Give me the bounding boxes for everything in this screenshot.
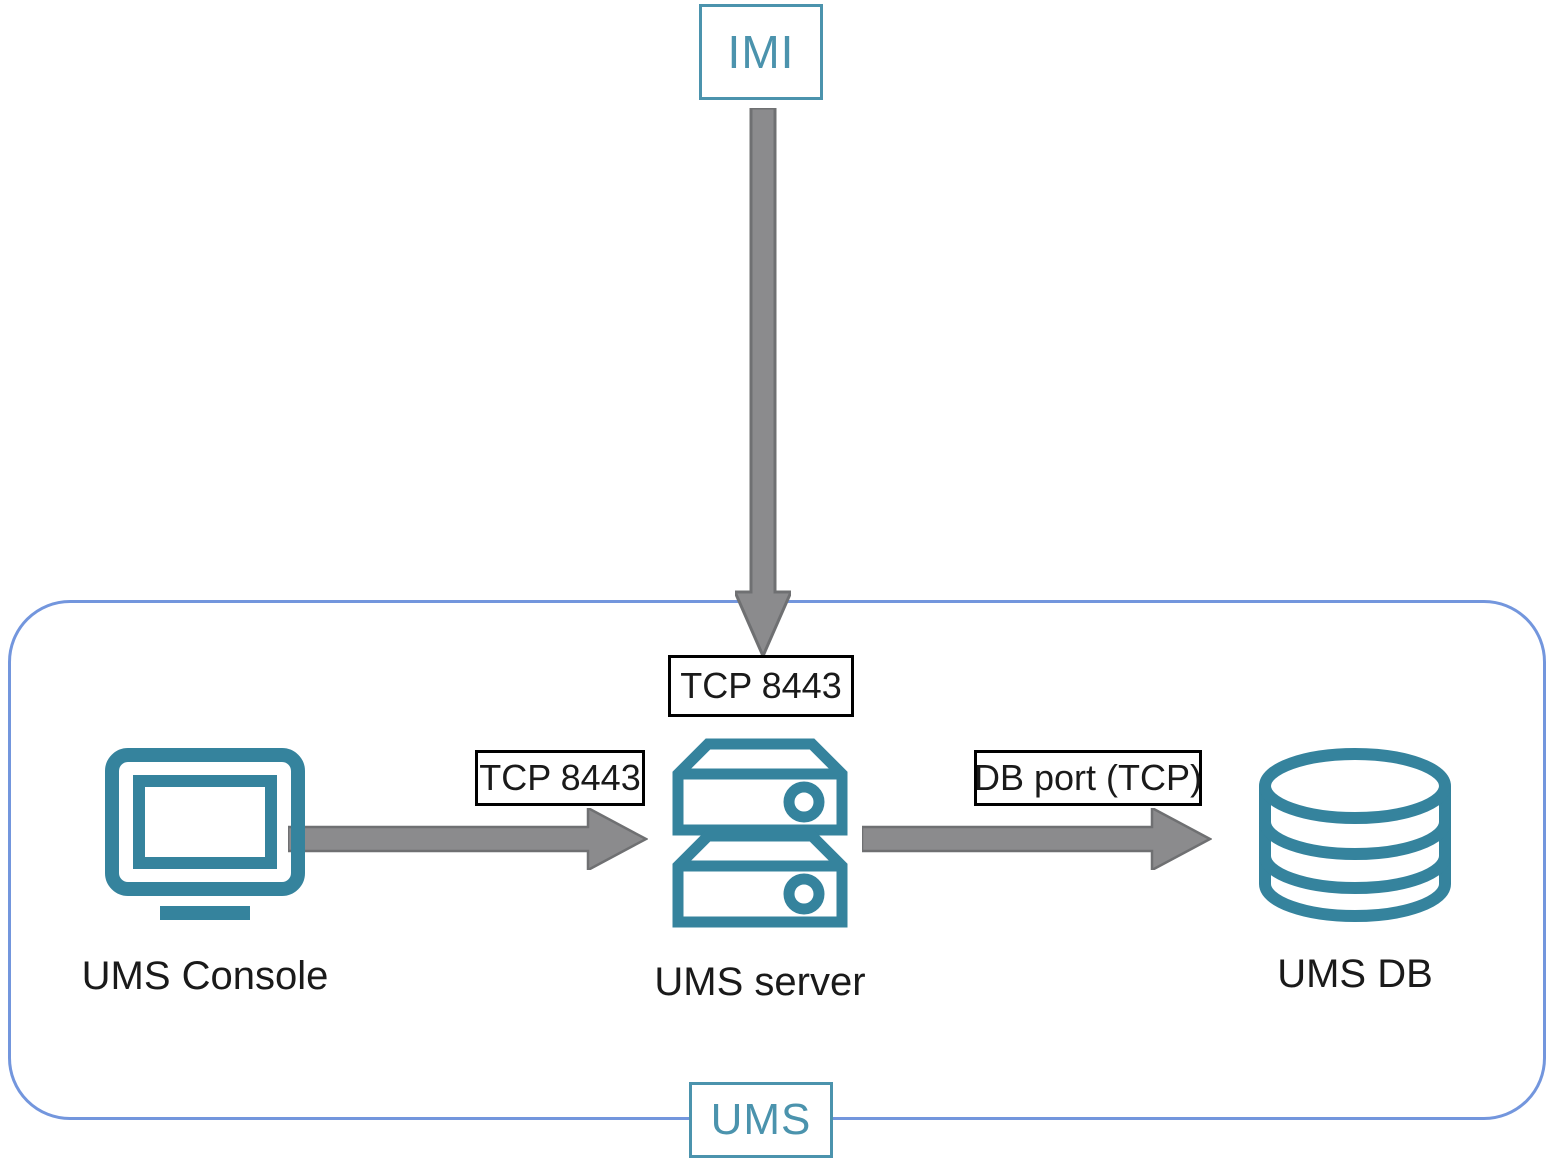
port-label-imi-to-server: TCP 8443 [668, 655, 854, 717]
server-stack-icon [664, 732, 856, 934]
node-caption-ums-console: UMS Console [81, 954, 329, 998]
port-label-text: DB port (TCP) [973, 757, 1203, 798]
monitor-icon [105, 748, 305, 928]
node-ums-db: UMS DB [1230, 744, 1480, 997]
node-caption-ums-db: UMS DB [1277, 952, 1433, 996]
down-arrow-icon-imi-to-server [735, 108, 791, 658]
right-arrow-icon-console-to-server [288, 808, 648, 870]
node-ums-server: UMS server [640, 732, 880, 1005]
right-arrow-icon-server-to-db [862, 808, 1212, 870]
port-label-text: TCP 8443 [479, 757, 641, 798]
node-caption-ums-server: UMS server [654, 960, 866, 1004]
port-label-text: TCP 8443 [680, 665, 842, 706]
imi-zone-tag: IMI [699, 4, 823, 100]
ums-zone-label: UMS [710, 1095, 812, 1144]
port-label-server-to-db: DB port (TCP) [974, 750, 1202, 806]
ums-zone-tag: UMS [689, 1082, 833, 1158]
port-label-console-to-server: TCP 8443 [475, 750, 645, 806]
imi-zone-label: IMI [727, 26, 795, 78]
node-ums-console: UMS Console [60, 748, 350, 999]
database-cylinder-icon [1255, 744, 1455, 926]
